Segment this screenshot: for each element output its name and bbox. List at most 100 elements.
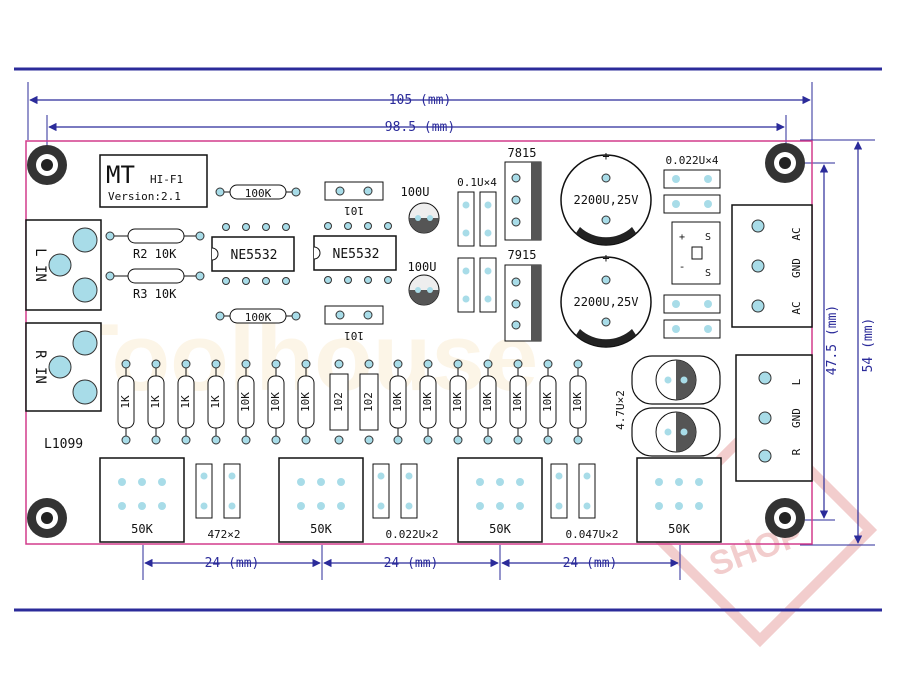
- bridge-s: S: [705, 232, 711, 243]
- pot-label: 50K: [131, 522, 153, 536]
- pot-spacing-label-3: 24 (mm): [563, 556, 618, 571]
- cap-101-label: 101: [344, 329, 364, 342]
- hole-spacing-v-label: 47.5 (mm): [825, 305, 840, 375]
- cap-102-label: 102: [332, 392, 345, 412]
- bridge-plus: +: [679, 232, 685, 243]
- resistor-label: 10K: [421, 392, 434, 412]
- svg-text:+: +: [602, 251, 609, 265]
- cap-472: 472×2: [195, 463, 241, 541]
- cap-0022-label: 0.022U×2: [386, 528, 439, 541]
- resistor-label: 1K: [119, 395, 132, 409]
- dimension-total-width: 105 (mm): [27, 82, 813, 140]
- resistor-label: 1K: [149, 395, 162, 409]
- version-text: Version:2.1: [108, 190, 181, 203]
- ac-label: AC: [790, 227, 803, 240]
- regulator-7815: 7815: [504, 146, 542, 241]
- resistor-label: 10K: [451, 392, 464, 412]
- cap-47u-label: 4.7U×2: [614, 390, 627, 430]
- cap-0022u-top-label: 0.022U×4: [666, 154, 719, 167]
- dimension-hole-spacing-h: 98.5 (mm): [46, 115, 787, 155]
- cap-0022u-top: [663, 169, 721, 339]
- r3-label: R3 10K: [133, 287, 177, 301]
- resistor: 10K: [297, 359, 315, 445]
- resistor-100k-label: 100K: [245, 187, 272, 200]
- opamp-label: NE5532: [333, 247, 380, 262]
- cap-101-label: 101: [344, 204, 364, 217]
- cap-101: 101: [324, 181, 384, 217]
- resistor: 10K: [449, 359, 467, 445]
- cap-47u: 4.7U×2: [614, 355, 721, 457]
- resistor: 10K: [389, 359, 407, 445]
- cap-102-label: 102: [362, 392, 375, 412]
- hole-spacing-h-label: 98.5 (mm): [385, 120, 455, 135]
- r-in-label: R IN: [32, 350, 48, 384]
- model-text: HI-F1: [150, 173, 183, 186]
- resistor: 1K: [177, 359, 195, 445]
- pot-label: 50K: [310, 522, 332, 536]
- cap-01u-label: 0.1U×4: [457, 176, 497, 189]
- out-gnd-label: GND: [790, 408, 803, 428]
- board-logo: MT HI-F1 Version:2.1: [99, 154, 208, 208]
- resistor: 10K: [539, 359, 557, 445]
- cap-100u: 100U: [401, 185, 440, 234]
- bridge-rectifier: + - S S: [671, 221, 721, 285]
- dimension-total-height: 54 (mm): [800, 139, 876, 546]
- cap-2200u-label: 2200U,25V: [573, 193, 638, 207]
- resistor-label: 1K: [209, 395, 222, 409]
- resistor-label: 10K: [299, 392, 312, 412]
- bridge-minus: -: [679, 260, 686, 273]
- potentiometer: 50K: [636, 457, 722, 543]
- resistor-label: 10K: [571, 392, 584, 412]
- cap-2200u-label: 2200U,25V: [573, 295, 638, 309]
- resistor-label: 10K: [511, 392, 524, 412]
- cap-2200u: + 2200U,25V: [560, 251, 652, 348]
- cap-102: 102: [359, 359, 379, 445]
- resistor-label: 10K: [481, 392, 494, 412]
- resistor-label: 10K: [541, 392, 554, 412]
- svg-text:+: +: [602, 149, 609, 163]
- bridge-s: S: [705, 268, 711, 279]
- total-height-label: 54 (mm): [861, 318, 876, 373]
- r2-label: R2 10K: [133, 247, 177, 261]
- pot-spacing-label-2: 24 (mm): [384, 556, 439, 571]
- resistor-label: 10K: [269, 392, 282, 412]
- pot-label: 50K: [668, 522, 690, 536]
- l-in-connector: L IN: [25, 219, 102, 311]
- resistor: 1K: [207, 359, 225, 445]
- cap-0047-label: 0.047U×2: [566, 528, 619, 541]
- resistor-100k: 100K: [215, 184, 301, 200]
- ac-label: AC: [790, 301, 803, 314]
- cap-100u-label: 100U: [408, 260, 437, 274]
- mounting-hole: [27, 145, 67, 185]
- l-in-label: L IN: [32, 248, 48, 282]
- reg-pos-label: 7815: [508, 146, 537, 160]
- output-connector: L GND R: [735, 354, 813, 482]
- resistor: 10K: [509, 359, 527, 445]
- cap-472-label: 472×2: [207, 528, 240, 541]
- pot-label: 50K: [489, 522, 511, 536]
- potentiometer: 50K: [99, 457, 185, 543]
- resistor: 1K: [147, 359, 165, 445]
- reg-neg-label: 7915: [508, 248, 537, 262]
- dimension-pot-spacing: 24 (mm) 24 (mm) 24 (mm): [142, 545, 681, 580]
- cap-01u: [457, 191, 497, 313]
- resistor: 10K: [479, 359, 497, 445]
- resistor: 10K: [419, 359, 437, 445]
- mounting-hole: [765, 143, 805, 183]
- dimension-hole-spacing-v: 47.5 (mm): [800, 162, 840, 521]
- total-width-label: 105 (mm): [389, 93, 452, 108]
- pot-spacing-label-1: 24 (mm): [205, 556, 260, 571]
- cap-100u-label: 100U: [401, 185, 430, 199]
- gnd-label: GND: [790, 258, 803, 278]
- cap-0047: 0.047U×2: [550, 463, 619, 541]
- resistor-label: 1K: [179, 395, 192, 409]
- resistor-r2: R2 10K: [105, 228, 205, 261]
- resistor-100k-label: 100K: [245, 311, 272, 324]
- cap-101: 101: [324, 305, 384, 342]
- board-code: L1099: [44, 437, 83, 452]
- resistor-label: 10K: [391, 392, 404, 412]
- cap-102: 102: [329, 359, 349, 445]
- brand-text: MT: [106, 161, 135, 189]
- resistor-row: 1K 1K 1K 1K 10K 10K 10K 102 102 10K 10K …: [117, 359, 587, 445]
